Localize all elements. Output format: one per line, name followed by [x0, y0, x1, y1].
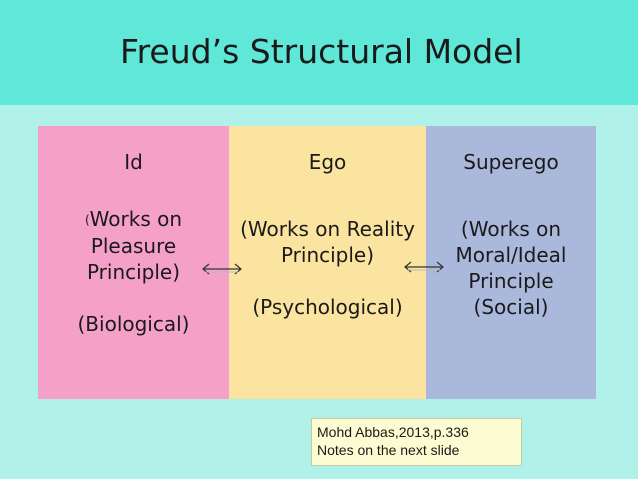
double-arrow-icon — [202, 263, 242, 275]
superego-description: (Works on Moral/Ideal Principle (Social) — [455, 217, 567, 319]
title-bar — [0, 0, 638, 105]
id-header: Id — [124, 150, 143, 174]
ego-header: Ego — [308, 150, 347, 174]
superego-header: Superego — [463, 150, 559, 174]
id-open-paren: ( — [84, 213, 90, 227]
notes-line: Notes on the next slide — [317, 442, 460, 458]
id-column: Id (Works on Pleasure Principle) (Biolog… — [38, 126, 229, 399]
double-arrow-icon — [404, 261, 444, 273]
ego-description: (Works on Reality Principle) (Psychologi… — [240, 217, 415, 319]
ego-column: Ego (Works on Reality Principle) (Psycho… — [229, 126, 426, 399]
id-description: (Works on Pleasure Principle) (Biologica… — [38, 206, 229, 337]
citation-note: Mohd Abbas,2013,p.336 Notes on the next … — [311, 418, 522, 466]
slide-title: Freud’s Structural Model — [120, 32, 523, 71]
id-description-text: Works on Pleasure Principle) (Biological… — [77, 207, 190, 336]
citation-line: Mohd Abbas,2013,p.336 — [317, 424, 469, 440]
superego-column: Superego (Works on Moral/Ideal Principle… — [426, 126, 596, 399]
